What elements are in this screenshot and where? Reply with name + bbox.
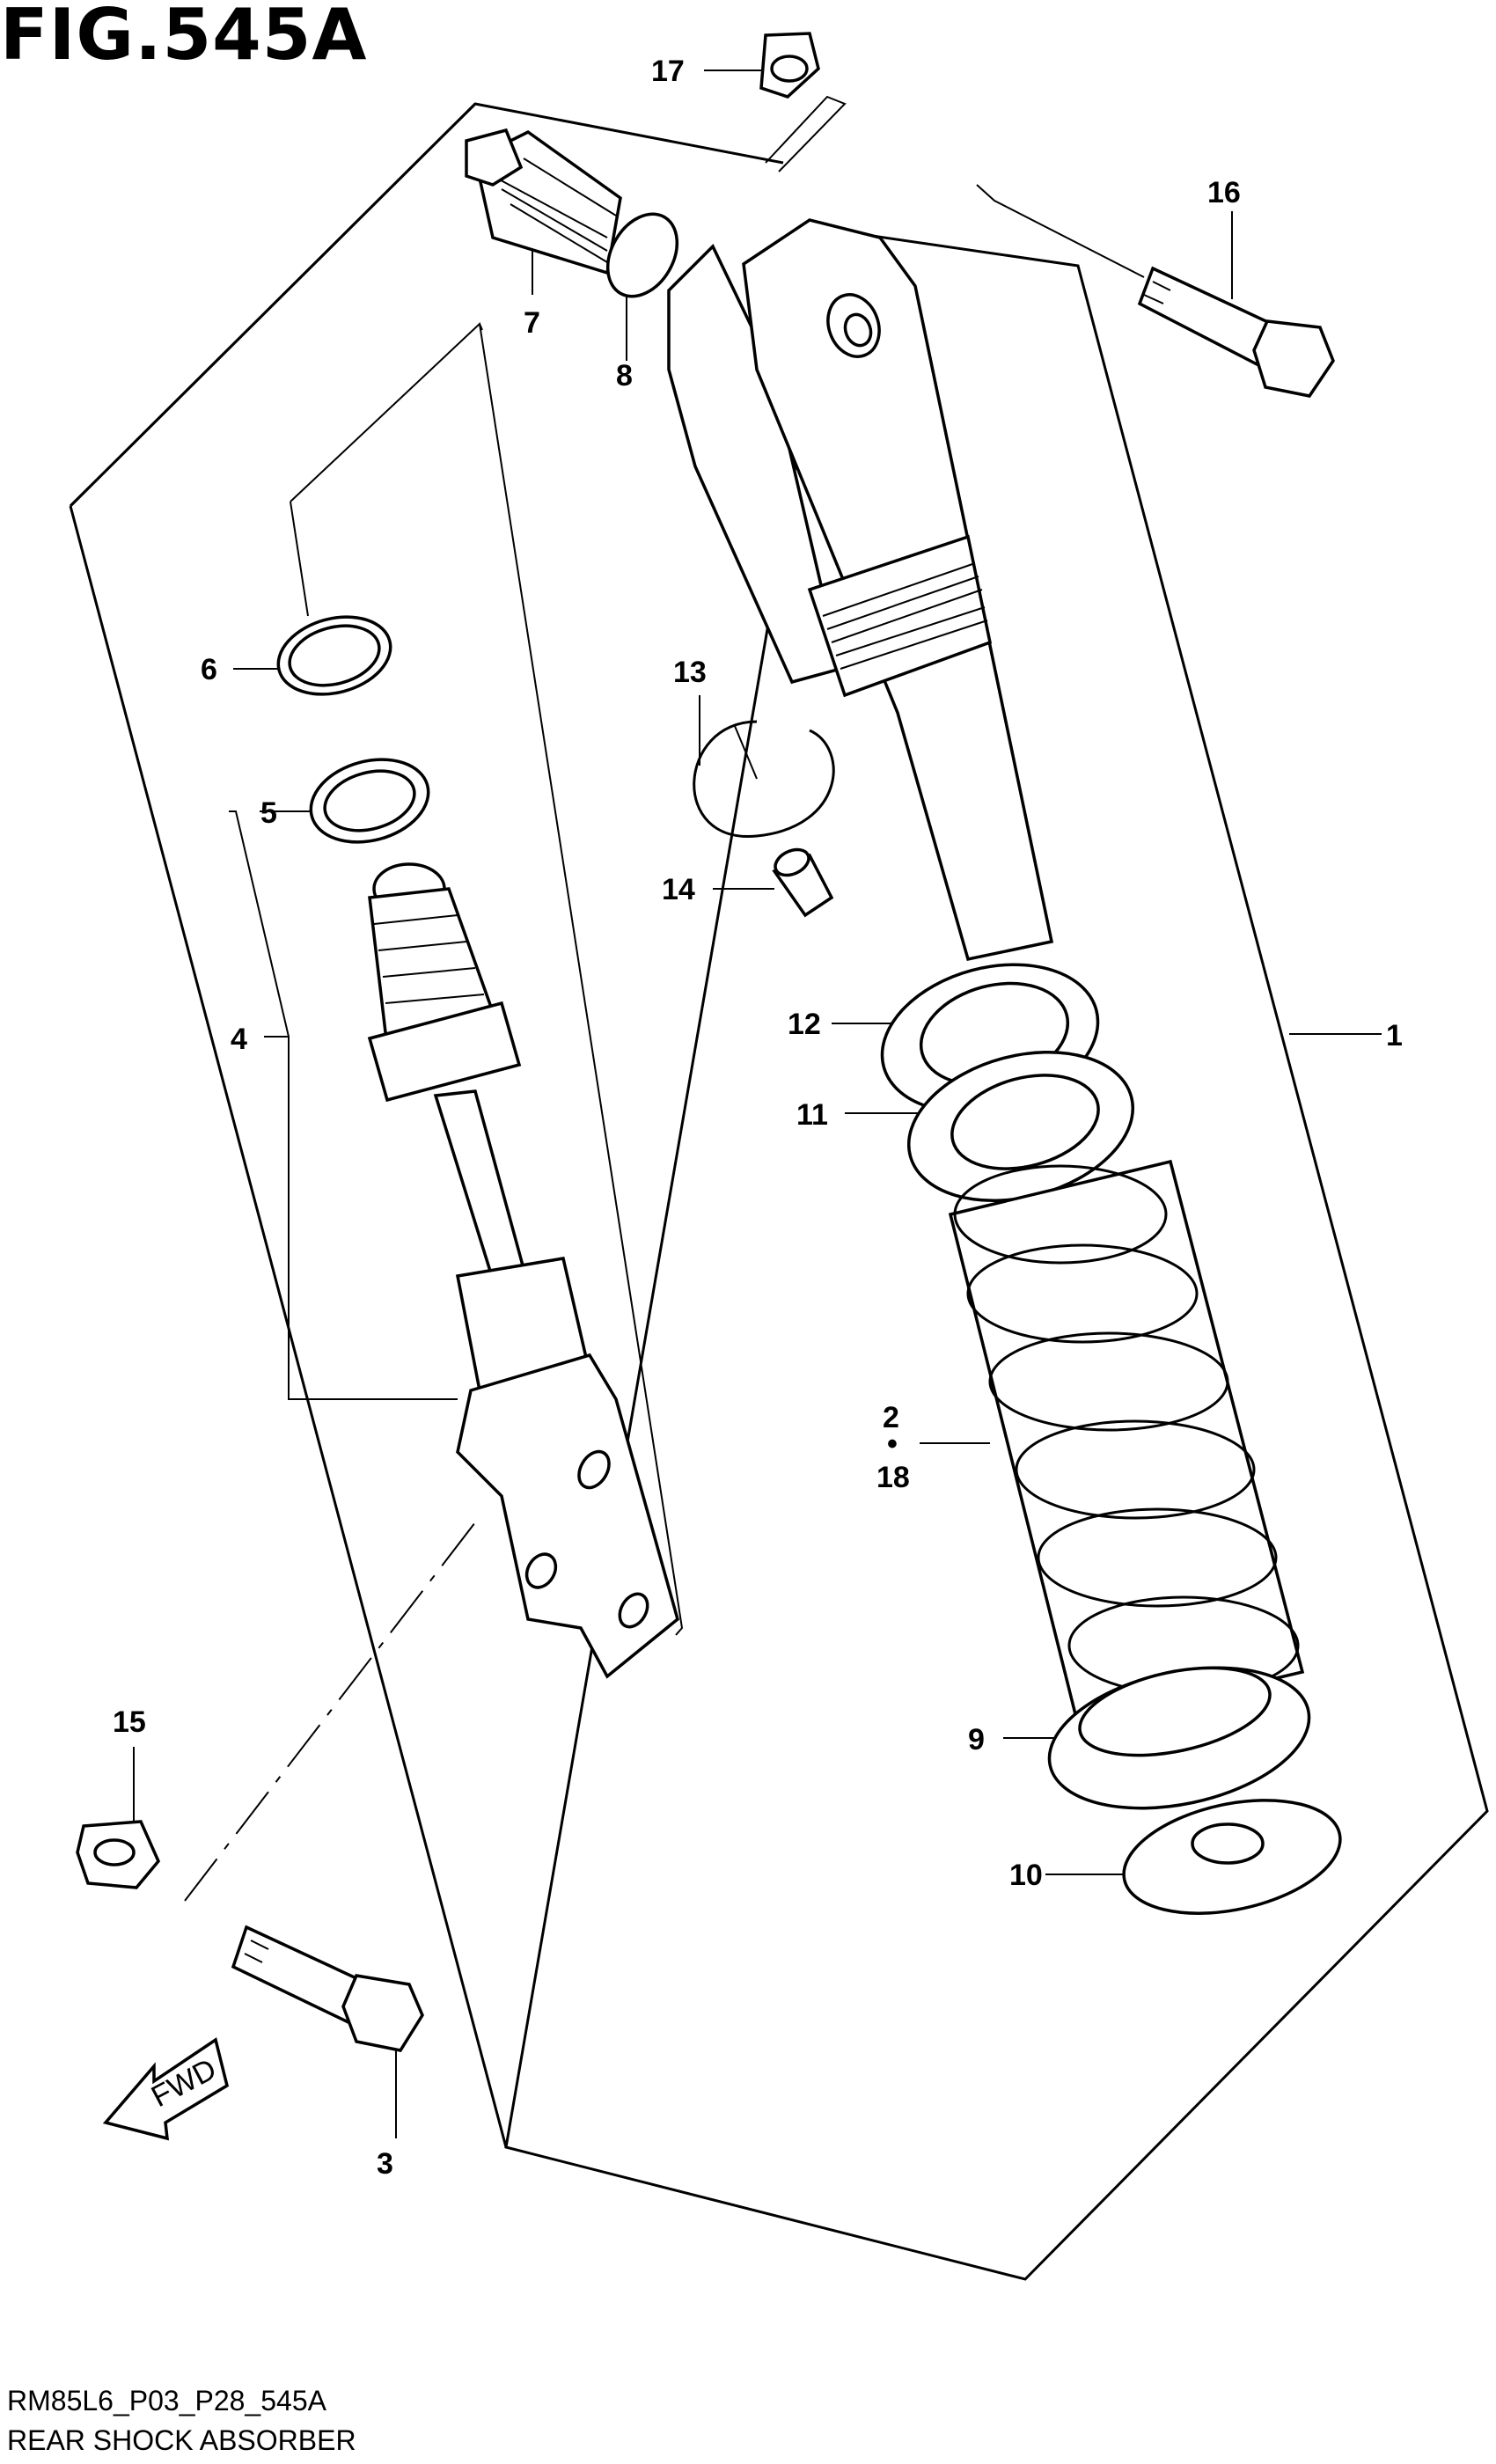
callout-14: 3 (377, 2147, 393, 2181)
leader-17-frame (765, 95, 847, 172)
spring-seat-part-8 (1047, 1666, 1311, 1810)
flange-nut-part-16 (76, 1820, 161, 1889)
callout-10: 11 (796, 1098, 828, 1132)
figure-title: FIG.545A (0, 0, 368, 76)
callout-6: 7 (524, 306, 540, 340)
flange-nut-part-17 (759, 32, 820, 99)
callout-12: 13 (673, 656, 707, 689)
stopper-part-9 (1122, 1799, 1342, 1915)
figure-caption: REAR SHOCK ABSORBER (7, 2424, 356, 2456)
callout-17: 17 (651, 55, 685, 88)
callout-2-dot: • (887, 1427, 898, 1461)
leader-15-frame (976, 184, 1145, 278)
piston-rod-part-3 (367, 862, 679, 1679)
bolt-part-14 (231, 1925, 424, 2052)
callout-7: 8 (616, 359, 633, 392)
callout-5: 6 (201, 653, 217, 686)
ring-part-4 (309, 758, 430, 844)
callout-4: 5 (260, 796, 277, 830)
spring-part-2 (948, 1159, 1305, 1727)
leader-3 (264, 1036, 458, 1400)
callout-3: 4 (231, 1023, 247, 1056)
snap-ring-inner (734, 725, 758, 780)
forward-arrow: FWD (102, 2037, 230, 2141)
callout-8: 9 (968, 1723, 985, 1756)
callout-1: 1 (1386, 1019, 1403, 1052)
valve-part-13 (772, 847, 834, 918)
callout-16: 15 (113, 1705, 146, 1739)
shock-body-part-1 (667, 218, 1054, 962)
callout-15: 16 (1207, 176, 1241, 209)
leader-3-top (229, 810, 290, 1038)
callout-9: 10 (1009, 1859, 1043, 1892)
subassembly-outline (290, 321, 684, 1636)
dash-chain-lower (184, 1522, 476, 1902)
callout-11: 12 (788, 1008, 821, 1041)
adjuster-nut-part-10 (906, 1050, 1135, 1203)
bolt-part-15 (1137, 266, 1335, 398)
callout-13: 14 (662, 873, 695, 906)
reservoir-cap-part-6 (465, 128, 622, 275)
snap-ring-part-12 (693, 720, 835, 838)
o-ring-part-7 (605, 212, 679, 298)
figure-code: RM85L6_P03_P28_545A (7, 2385, 326, 2416)
callout-2: 2 (883, 1401, 899, 1434)
circlip-part-5 (276, 615, 392, 696)
callout-18: 18 (876, 1461, 910, 1494)
